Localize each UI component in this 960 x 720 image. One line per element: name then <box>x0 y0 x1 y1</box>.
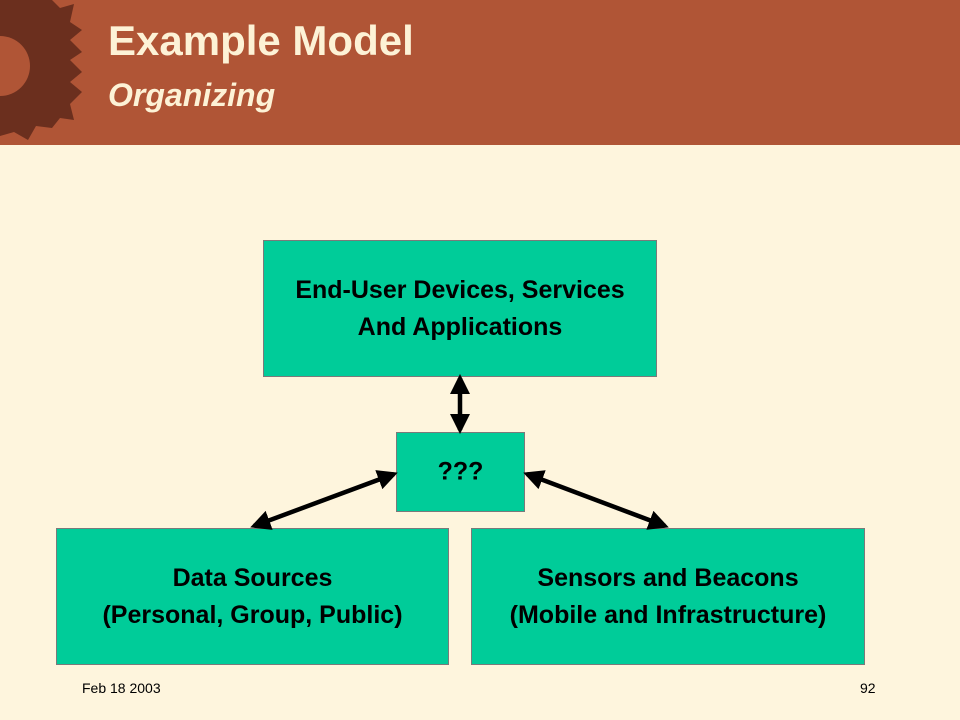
data-sources-box: Data Sources (Personal, Group, Public) <box>56 528 449 665</box>
slide-title: Example Model <box>108 17 414 64</box>
slide-date: Feb 18 2003 <box>82 680 161 696</box>
data-sources-line1: Data Sources <box>172 563 333 592</box>
end-user-devices-label: End-User Devices, Services And Applicati… <box>295 272 624 346</box>
gear-icon <box>0 0 82 140</box>
slide-header: Example Model Organizing <box>0 0 960 145</box>
middle-to-data-sources-arrow <box>250 470 398 530</box>
end-user-devices-line1: End-User Devices, Services <box>295 275 625 304</box>
end-user-devices-box: End-User Devices, Services And Applicati… <box>263 240 657 377</box>
unknown-middleware-box: ??? <box>396 432 525 512</box>
slide-subtitle: Organizing <box>108 77 276 113</box>
unknown-middleware-label: ??? <box>437 457 484 486</box>
data-sources-line2: (Personal, Group, Public) <box>102 600 403 629</box>
sensors-beacons-line1: Sensors and Beacons <box>537 563 799 592</box>
sensors-beacons-label: Sensors and Beacons (Mobile and Infrastr… <box>510 560 827 634</box>
middle-to-sensors-arrow <box>523 470 669 530</box>
sensors-beacons-box: Sensors and Beacons (Mobile and Infrastr… <box>471 528 865 665</box>
data-sources-label: Data Sources (Personal, Group, Public) <box>102 560 402 634</box>
sensors-beacons-line2: (Mobile and Infrastructure) <box>509 600 827 629</box>
end-user-devices-line2: And Applications <box>357 312 563 341</box>
slide-page-number: 92 <box>860 680 876 696</box>
